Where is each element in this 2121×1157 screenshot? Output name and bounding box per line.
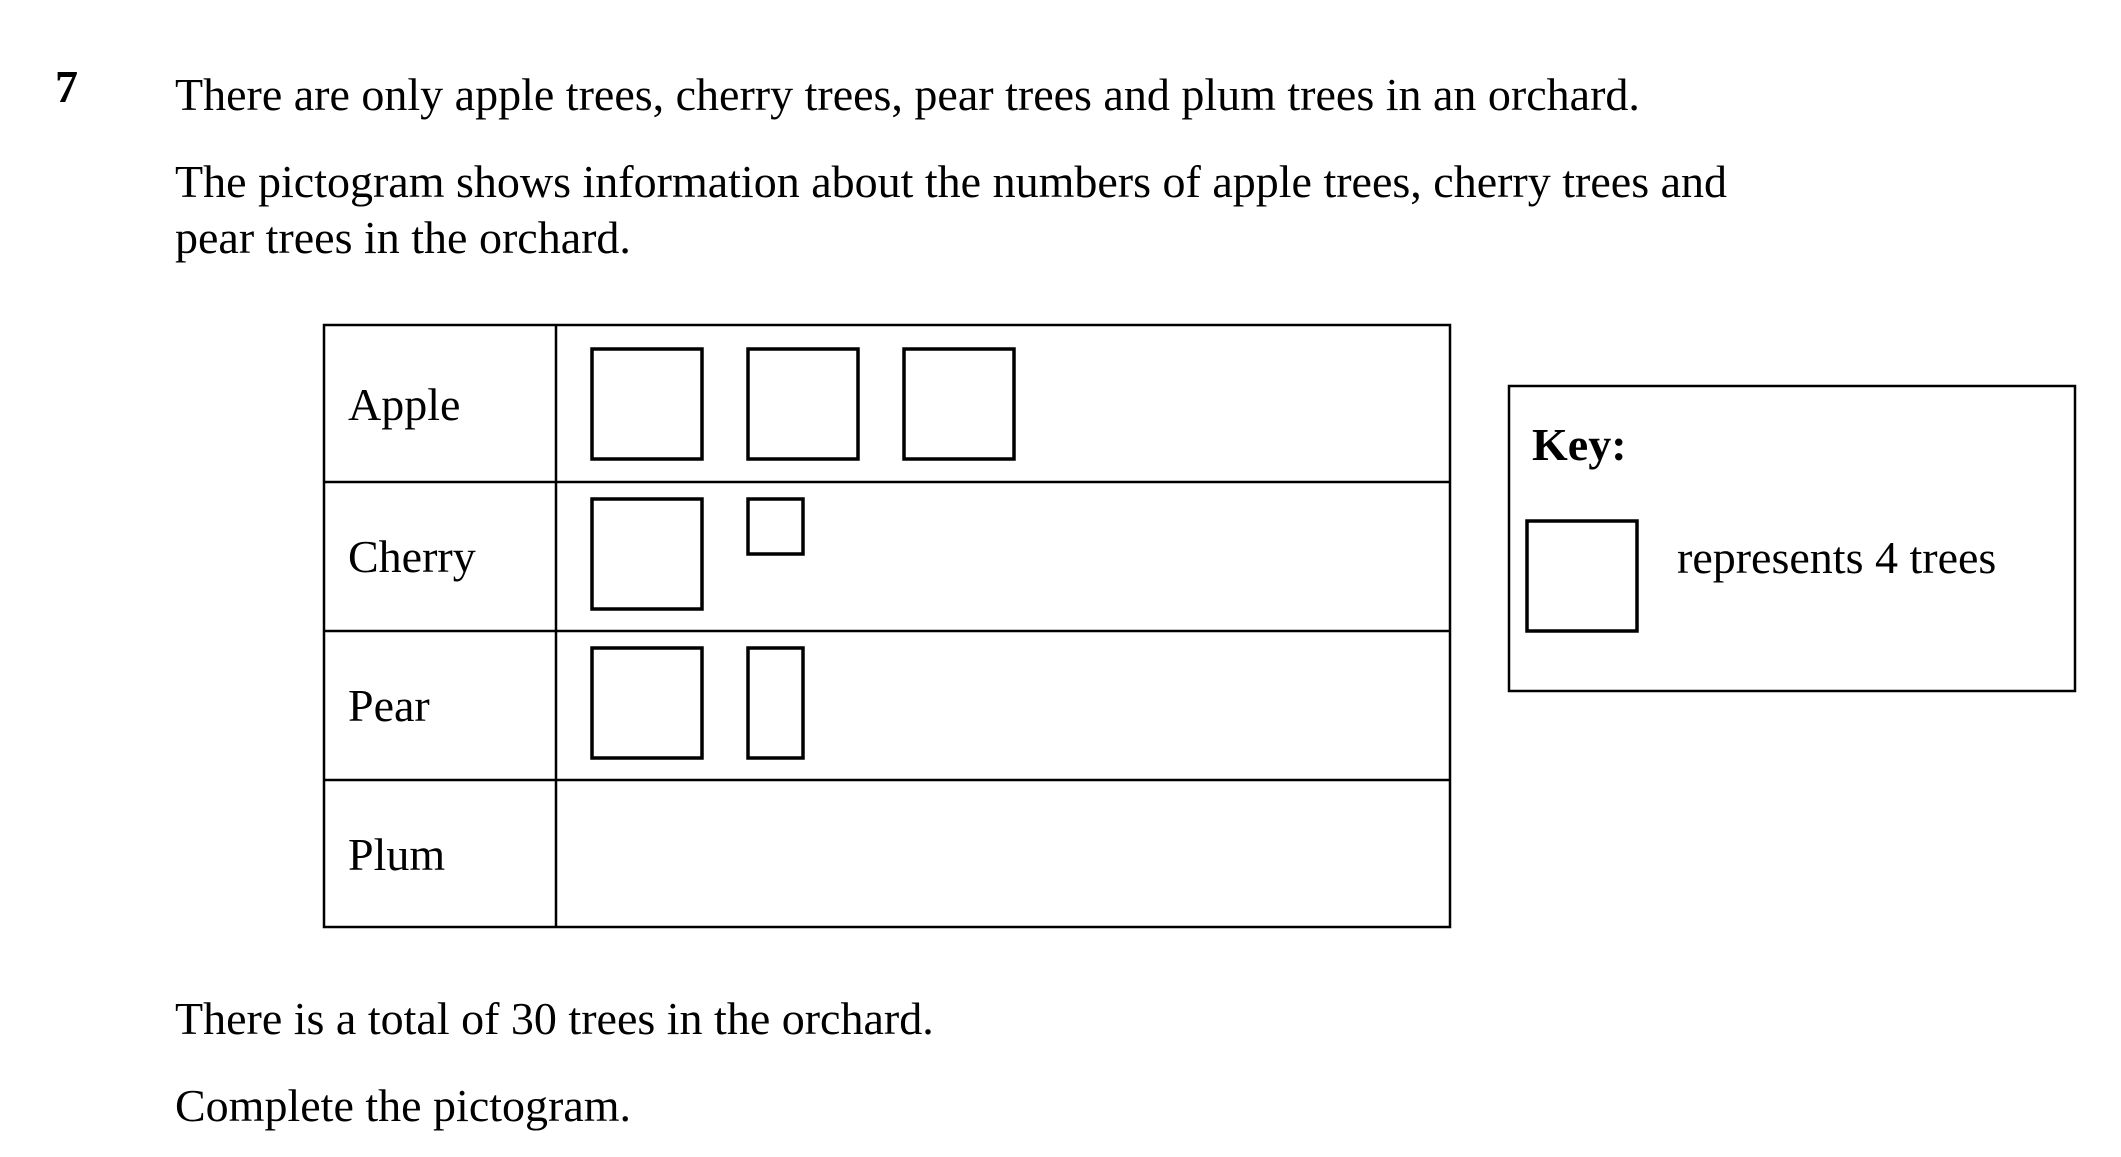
key-symbol <box>1525 519 1639 633</box>
question-number: 7 <box>55 61 78 112</box>
pictogram-symbol-apple <box>902 347 1016 461</box>
pictogram-partial-symbol-pear <box>746 646 805 760</box>
pictogram-partial-symbol-cherry <box>746 497 805 556</box>
question-text-line-1: There are only apple trees, cherry trees… <box>175 69 1640 120</box>
category-label-pear: Pear <box>348 680 430 731</box>
pictogram-symbol-apple <box>590 347 704 461</box>
category-label-apple: Apple <box>348 379 460 430</box>
question-text-line-2: The pictogram shows information about th… <box>175 156 1728 207</box>
total-trees-statement: There is a total of 30 trees in the orch… <box>175 993 934 1044</box>
category-label-cherry: Cherry <box>348 531 476 582</box>
pictogram-symbol-pear <box>590 646 704 760</box>
pictogram-table-frame <box>322 323 1452 929</box>
instruction-text: Complete the pictogram. <box>175 1080 632 1131</box>
key-box <box>1507 384 2077 693</box>
key-text: represents 4 trees <box>1677 532 1996 583</box>
pictogram-symbol-apple <box>746 347 860 461</box>
key-label: Key: <box>1532 419 1627 470</box>
category-label-plum: Plum <box>348 829 445 880</box>
question-text-line-3: pear trees in the orchard. <box>175 212 631 263</box>
pictogram-symbol-cherry <box>590 497 704 611</box>
